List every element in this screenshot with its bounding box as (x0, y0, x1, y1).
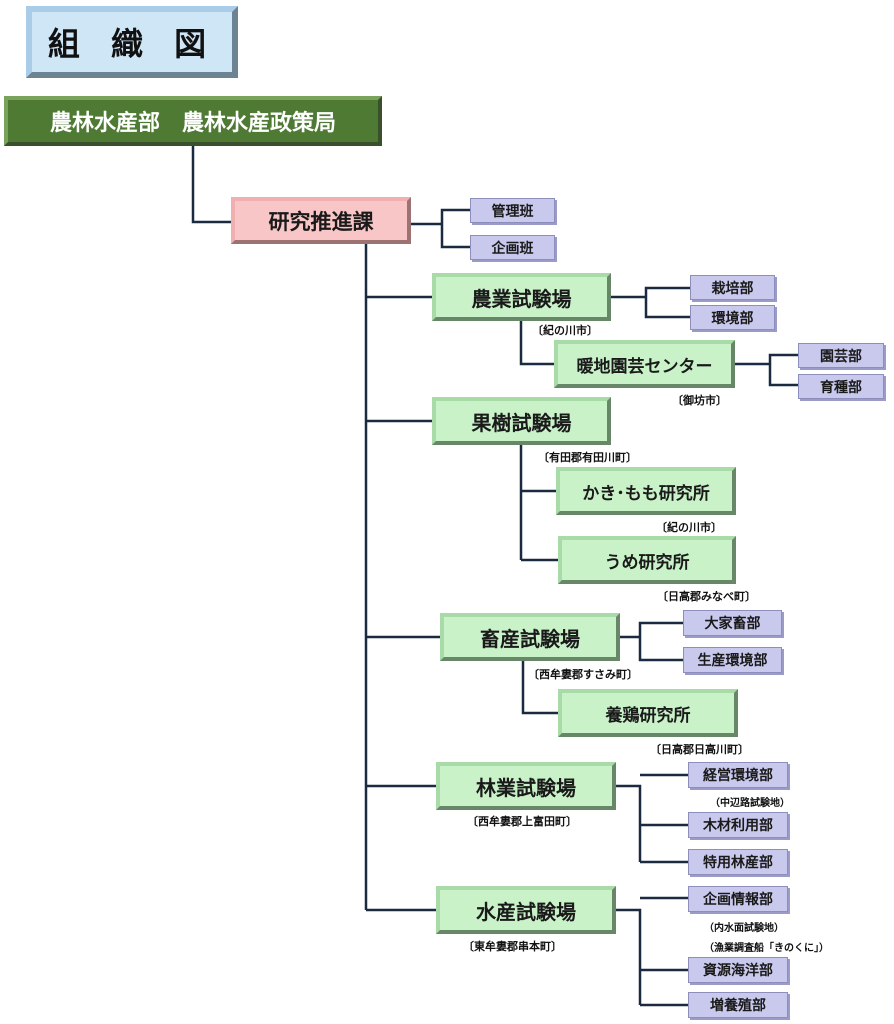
station-location: 〔有田郡有田川町〕 (538, 451, 637, 464)
division-box: 経営環境部 (688, 762, 788, 788)
division-box: 木材利用部 (688, 812, 788, 838)
center-location: 〔日高郡日高川町〕 (650, 743, 749, 756)
center-box-poultry: 養鶏研究所 (558, 689, 738, 737)
station-box-fruit: 果樹試験場 (432, 397, 611, 445)
division-box: 生産環境部 (683, 647, 782, 673)
center-location: 〔御坊市〕 (672, 394, 727, 407)
division-box: 企画情報部 (688, 886, 788, 912)
center-box-warm-horticulture: 暖地園芸センター (554, 340, 735, 388)
station-box-agriculture: 農業試験場 (432, 273, 611, 321)
station-location: 〔西牟婁郡上富田町〕 (467, 815, 577, 828)
center-location: 〔紀の川市〕 (656, 521, 722, 534)
center-box-kaki-momo: かき･もも研究所 (556, 467, 736, 515)
division-box: 資源海洋部 (688, 957, 788, 983)
division-box: 園芸部 (798, 343, 884, 368)
department-box: 農林水産部 農林水産政策局 (4, 96, 382, 146)
station-location: 〔紀の川市〕 (532, 324, 598, 337)
station-location: 〔西牟婁郡すさみ町〕 (528, 668, 638, 681)
station-box-livestock: 畜産試験場 (440, 613, 620, 661)
division-box: 特用林産部 (688, 849, 788, 875)
section-box: 研究推進課 (231, 197, 411, 244)
division-note: （内水面試験地） (704, 923, 784, 934)
station-box-forestry: 林業試験場 (436, 762, 616, 810)
center-location: 〔日高郡みなべ町〕 (657, 590, 756, 603)
chart-title: 組 織 図 (26, 6, 238, 78)
station-box-fisheries: 水産試験場 (436, 886, 616, 934)
division-box: 環境部 (690, 305, 775, 330)
division-note: （漁業調査船「きのくに」） (704, 943, 829, 954)
team-box: 管理班 (470, 198, 555, 223)
division-note: （中辺路試験地） (710, 798, 790, 809)
division-box: 栽培部 (690, 275, 775, 300)
division-box: 大家畜部 (683, 610, 782, 636)
center-box-ume: うめ研究所 (558, 536, 736, 584)
division-box: 育種部 (798, 374, 884, 399)
division-box: 増養殖部 (688, 992, 788, 1018)
station-location: 〔東牟婁郡串本町〕 (463, 940, 562, 953)
team-box: 企画班 (470, 235, 555, 260)
